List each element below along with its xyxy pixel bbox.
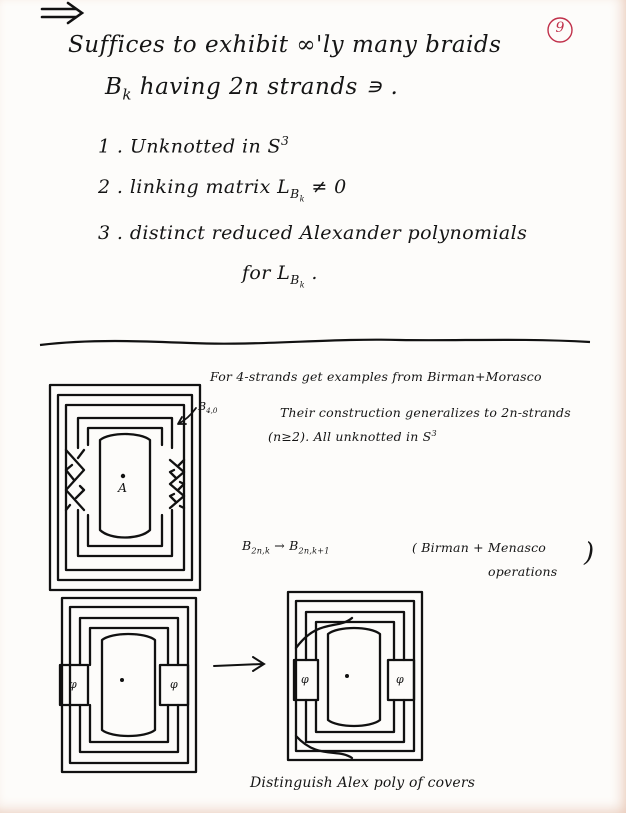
braid-symbol: B (105, 74, 123, 100)
center-dot (120, 473, 126, 479)
center-region-label: A (118, 480, 128, 495)
label-pointer-arrow-icon (177, 407, 197, 425)
operation-from: B (242, 538, 252, 553)
condition-3-continued: for LBk . (242, 262, 318, 289)
condition-subscript: B (290, 186, 300, 201)
page-number: 9 (555, 20, 565, 36)
condition-subsubscript: k (299, 280, 305, 290)
condition-1: 1 . Unknotted in S3 (98, 134, 289, 157)
operations-note-bracket: ) (584, 538, 595, 568)
page-number-circle-icon (547, 17, 573, 43)
braid-diagram-after (286, 590, 424, 762)
intro-line-1: Suffices to exhibit ∞'ly many braids (68, 32, 502, 58)
condition-text: distinct reduced Alexander polynomials (129, 222, 528, 244)
condition-tail: . (304, 262, 318, 284)
condition-subscript: B (290, 272, 300, 287)
condition-3: 3 . distinct reduced Alexander polynomia… (98, 222, 527, 244)
implies-arrow-icon (40, 1, 85, 25)
center-dot-before (120, 678, 124, 682)
birman-heading: For 4-strands get examples from Birman+M… (210, 369, 542, 384)
operation-formula: B2n,k → B2n,k+1 (242, 538, 330, 556)
braid-diagram-before (58, 596, 198, 774)
section-divider (39, 338, 591, 347)
construction-line-1: Their construction generalizes to 2n-str… (280, 405, 571, 420)
condition-tail: ≠ 0 (304, 176, 347, 198)
construction-line-2: (n≥2). All unknotted in S3 (268, 428, 437, 444)
braid-subscript: k (122, 85, 132, 104)
phi-box-label-left: φ (69, 678, 77, 691)
braid-label-sub: 4,0 (206, 406, 218, 416)
operation-arrow: → (274, 538, 285, 553)
braid-label: B (198, 400, 207, 413)
center-dot-after (345, 674, 349, 678)
condition-number: 2 . (98, 176, 124, 198)
condition-number: 3 . (98, 222, 124, 244)
page-number-badge: 9 (545, 15, 575, 45)
condition-text: linking matrix L (129, 176, 291, 198)
phi-box-label-left-after: φ (301, 673, 309, 686)
phi-box-label-right-after: φ (396, 673, 404, 686)
condition-number: 1 . (98, 135, 124, 158)
bottom-caption: Distinguish Alex poly of covers (250, 775, 476, 791)
construction-superscript: 3 (431, 428, 437, 438)
condition-text: Unknotted in S (129, 135, 281, 158)
operations-note-line-2: operations (488, 564, 558, 579)
intro-line-2-text: having 2n strands ∍ . (131, 74, 399, 100)
operation-to: B (289, 538, 299, 553)
condition-superscript: 3 (280, 134, 290, 148)
transform-arrow-icon (213, 656, 266, 672)
operations-note-line-1: ( Birman + Menasco (412, 540, 547, 555)
braid-diagram-label: B4,0 (198, 400, 217, 415)
construction-text: (n≥2). All unknotted in S (268, 429, 432, 445)
operation-from-sub: 2n,k (251, 545, 271, 556)
phi-box-label-right: φ (170, 678, 178, 691)
braid-diagram-b40 (48, 383, 202, 592)
intro-line-2: Bk having 2n strands ∍ . (105, 74, 398, 104)
condition-subsubscript: k (299, 194, 305, 204)
condition-text: for L (242, 262, 291, 284)
condition-2: 2 . linking matrix LBk ≠ 0 (98, 176, 347, 203)
operation-to-sub: 2n,k+1 (298, 545, 330, 556)
